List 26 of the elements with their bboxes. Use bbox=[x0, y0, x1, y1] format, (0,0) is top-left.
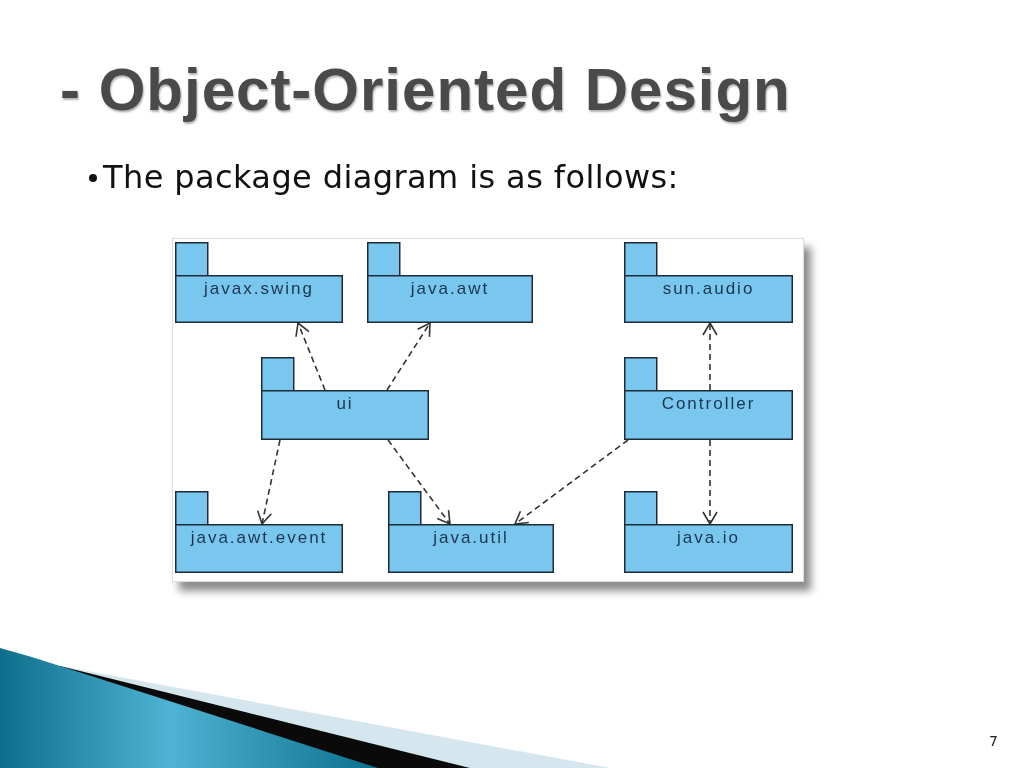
dependency-arrow bbox=[387, 439, 451, 525]
dependency-arrow bbox=[256, 439, 281, 525]
page-number: 7 bbox=[989, 733, 998, 750]
slide-title: - Object-Oriented Design bbox=[60, 57, 791, 123]
bullet-text: The package diagram is as follows: bbox=[103, 158, 679, 197]
dependency-arrow bbox=[702, 322, 718, 391]
package-name: java.util bbox=[433, 528, 509, 548]
package-folder bbox=[175, 491, 343, 573]
package-folder bbox=[624, 357, 793, 440]
package-folder bbox=[388, 491, 554, 573]
package-folder bbox=[367, 242, 533, 323]
package-name: java.awt bbox=[410, 279, 490, 299]
package-name: sun.audio bbox=[662, 279, 755, 299]
package-folder bbox=[261, 357, 429, 440]
package-name: java.awt.event bbox=[190, 528, 328, 548]
package-folder bbox=[624, 491, 793, 573]
dependency-arrow bbox=[386, 322, 431, 391]
dependency-arrow bbox=[702, 439, 718, 525]
package-name: ui bbox=[336, 394, 354, 414]
package-folder bbox=[175, 242, 343, 323]
package-name: java.io bbox=[676, 528, 741, 548]
package-folder bbox=[624, 242, 793, 323]
package-name: Controller bbox=[661, 394, 756, 414]
package-name: javax.swing bbox=[204, 279, 314, 299]
dependency-arrow bbox=[514, 439, 629, 525]
dependency-arrow bbox=[295, 322, 326, 391]
